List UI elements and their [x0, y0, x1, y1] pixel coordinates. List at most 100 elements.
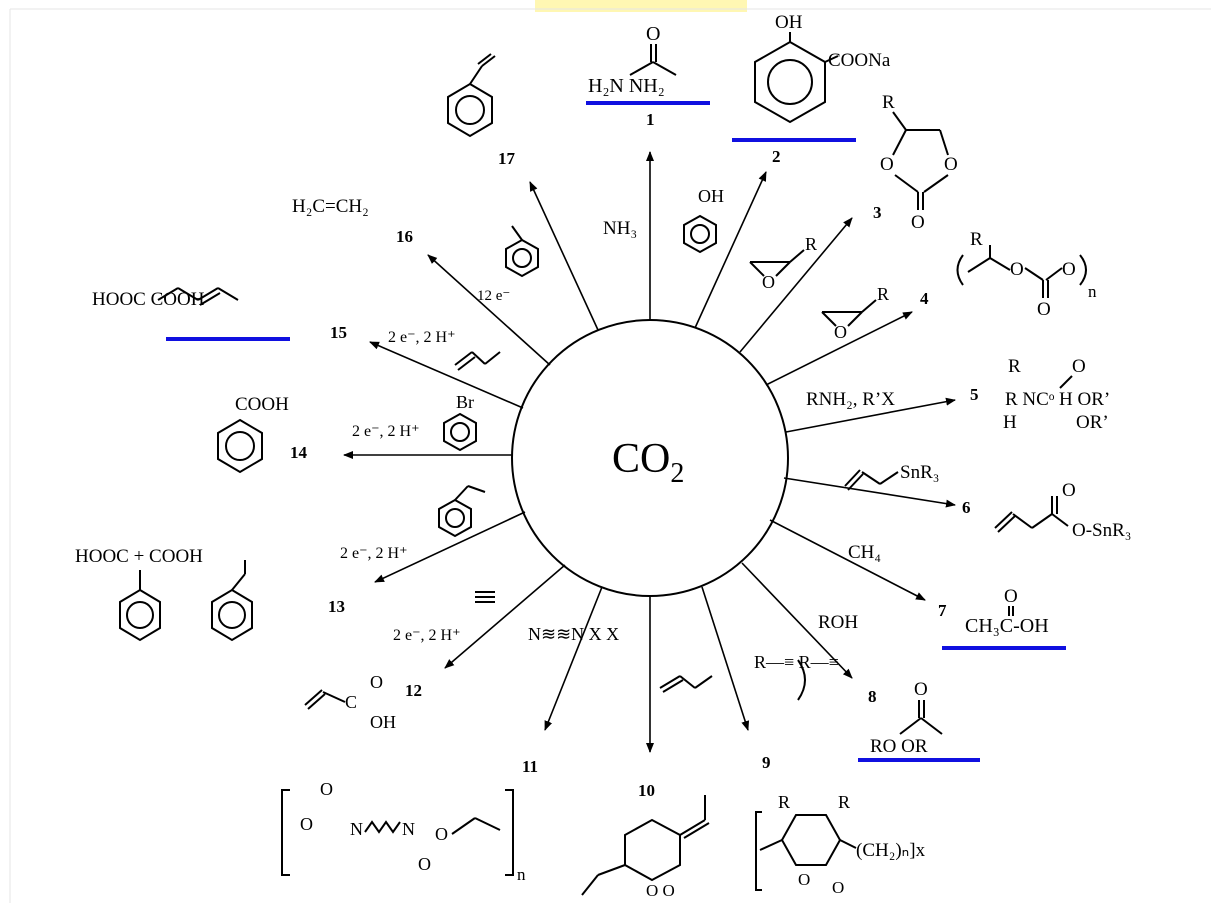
- product-16-formula: H₂C=CH₂: [292, 196, 369, 217]
- svg-text:R: R: [1008, 356, 1021, 377]
- svg-text:O: O: [1037, 299, 1051, 320]
- product-1-number: 1: [646, 110, 655, 129]
- product-2-number: 2: [772, 147, 781, 166]
- svg-text:O: O: [762, 272, 775, 292]
- svg-text:O: O: [944, 154, 958, 175]
- product-1-reagent: NH₃: [603, 218, 637, 239]
- product-9-formula: (CH₂)ₙ]x: [856, 840, 926, 861]
- product-10-number: 10: [638, 781, 655, 800]
- product-8-formula: RO OR: [870, 736, 928, 757]
- svg-text:O: O: [1072, 356, 1086, 377]
- product-7-formula: CH₃C-OH: [965, 615, 1049, 637]
- product-8: O RO OR 8 ROH: [818, 612, 980, 762]
- svg-text:O: O: [418, 854, 431, 874]
- product-11-number: 11: [522, 757, 538, 776]
- product-2-hydroxyl: OH: [775, 12, 803, 33]
- product-7-underline: [942, 646, 1066, 650]
- svg-text:R: R: [778, 792, 790, 812]
- product-17: 17: [447, 53, 516, 168]
- product-17-number: 17: [498, 149, 516, 168]
- product-5: R NCᵒ H OR’ R O H OR’ 5 RNH₂, R’X: [806, 356, 1110, 433]
- svg-text:R: R: [970, 229, 983, 250]
- product-11: N≋≋N X X O O N N O O n 11: [281, 624, 619, 884]
- product-5-reagent: RNH₂, R’X: [806, 389, 895, 410]
- product-5-number: 5: [970, 385, 979, 404]
- product-8-reagent: ROH: [818, 612, 858, 633]
- product-8-oxygen: O: [914, 679, 928, 700]
- svg-text:O: O: [1062, 480, 1076, 501]
- product-4: R O O O n 4 O R: [821, 229, 1097, 342]
- product-14-formula: COOH: [235, 394, 289, 415]
- product-7-reagent: CH₄: [848, 542, 881, 563]
- svg-text:O: O: [320, 779, 333, 799]
- product-12: 2 e⁻, 2 H⁺ C O OH 12: [304, 591, 495, 732]
- product-7-number: 7: [938, 601, 947, 620]
- svg-text:O: O: [1010, 259, 1024, 280]
- product-15-underline: [166, 337, 290, 341]
- product-16: H₂C=CH₂ 16 12 e⁻: [292, 196, 539, 304]
- product-15-reagent: 2 e⁻, 2 H⁺: [388, 329, 456, 346]
- product-10: 10 O O: [581, 675, 713, 900]
- co2-label: CO2: [612, 436, 684, 489]
- svg-text:O: O: [832, 878, 844, 897]
- product-6-number: 6: [962, 498, 971, 517]
- svg-text:O: O: [1062, 259, 1076, 280]
- product-6-formula: O-SnR₃: [1072, 520, 1131, 541]
- svg-text:OR’: OR’: [1076, 412, 1109, 433]
- product-1: O H₂N NH₂ 1 NH₃: [586, 23, 710, 239]
- product-7: O CH₃C-OH 7 CH₄: [848, 542, 1066, 650]
- product-11-formula: n: [517, 865, 526, 884]
- product-3: R O O O 3 O R: [749, 92, 958, 292]
- product-2-underline: [732, 138, 856, 142]
- product-14-reagent: 2 e⁻, 2 H⁺: [352, 423, 420, 440]
- product-12-formula: OH: [370, 712, 396, 732]
- svg-text:O: O: [880, 154, 894, 175]
- svg-text:O: O: [300, 814, 313, 834]
- product-3-reagent: R: [805, 234, 817, 254]
- product-13-number: 13: [328, 597, 345, 616]
- svg-text:O: O: [435, 824, 448, 844]
- product-4-number: 4: [920, 289, 929, 308]
- reaction-arrows: [343, 151, 956, 753]
- product-16-number: 16: [396, 227, 413, 246]
- svg-text:O: O: [834, 322, 847, 342]
- product-12-number: 12: [405, 681, 422, 700]
- product-15-number: 15: [330, 323, 347, 342]
- product-3-formula: R: [882, 92, 895, 113]
- product-13-reagent: 2 e⁻, 2 H⁺: [340, 545, 408, 562]
- product-15-formula: HOOC COOH: [92, 289, 205, 310]
- product-14-reagent2: Br: [456, 392, 474, 412]
- product-1-underline: [586, 101, 710, 105]
- product-14-number: 14: [290, 443, 308, 462]
- product-7-oxygen: O: [1004, 586, 1018, 607]
- product-15: 2 e⁻, 2 H⁺ HOOC COOH 15: [92, 287, 501, 371]
- product-4-reagent: R: [877, 284, 889, 304]
- svg-text:N: N: [402, 819, 415, 839]
- product-14: Br 2 e⁻, 2 H⁺ COOH 14: [217, 392, 477, 474]
- product-12-reagent: 2 e⁻, 2 H⁺: [393, 627, 461, 644]
- product-6-reagent: SnR₃: [900, 462, 939, 483]
- svg-text:O: O: [798, 870, 810, 889]
- product-13: 2 e⁻, 2 H⁺ HOOC + COOH 13: [75, 485, 486, 642]
- product-11-reagent: N≋≋N X X: [528, 624, 619, 644]
- product-1-formula: H₂N NH₂: [588, 75, 665, 97]
- svg-text:C: C: [345, 692, 357, 712]
- product-10-formula: O O: [646, 881, 675, 900]
- product-2-formula: COONa: [828, 50, 891, 71]
- product-9-number: 9: [762, 753, 771, 772]
- product-8-number: 8: [868, 687, 877, 706]
- product-8-underline: [858, 758, 980, 762]
- product-5-formula: R NCᵒ H OR’: [1005, 389, 1110, 410]
- product-9: R—≡ R—≡ R R O O (CH₂)ₙ]x 9: [754, 652, 926, 897]
- top-highlight: [535, 0, 747, 12]
- svg-text:N: N: [350, 819, 363, 839]
- product-12-oxygen: O: [370, 672, 383, 692]
- product-6: O O-SnR₃ 6 SnR₃: [844, 462, 1131, 541]
- product-4-formula: n: [1088, 282, 1097, 301]
- product-3-number: 3: [873, 203, 882, 222]
- product-9-reagent: R—≡ R—≡: [754, 652, 839, 672]
- svg-text:H: H: [1003, 412, 1017, 433]
- svg-text:R: R: [838, 792, 850, 812]
- product-2: OH COONa 2 OH: [683, 12, 891, 254]
